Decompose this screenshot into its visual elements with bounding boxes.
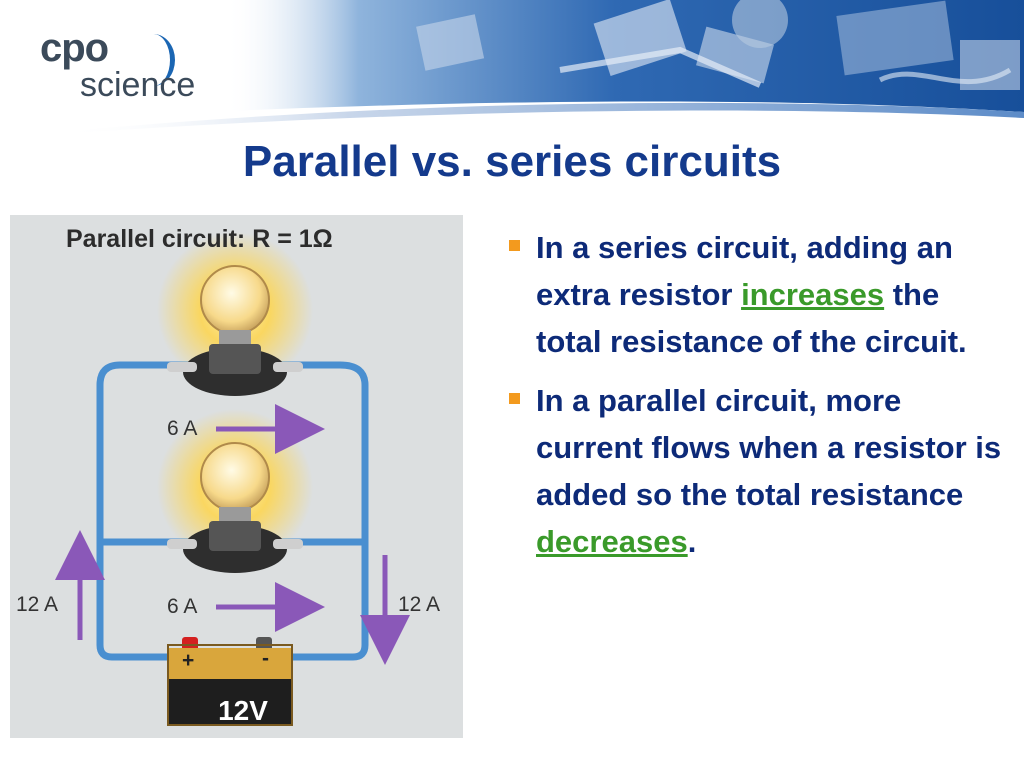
logo-arc-icon	[132, 34, 175, 86]
bullet-square-icon	[509, 240, 520, 251]
light-bulb-icon	[157, 409, 313, 573]
bullet-series: In a series circuit, adding an extra res…	[507, 224, 1007, 365]
logo-brand: cpo	[40, 26, 109, 70]
current-label-bulb-top: 6 A	[167, 417, 198, 440]
current-label-bulb-bottom: 6 A	[167, 595, 198, 618]
bullet-text: .	[687, 524, 697, 559]
highlight-decreases: decreases	[536, 524, 688, 559]
battery-voltage-label: 12V	[218, 695, 268, 726]
banner-graphic	[0, 0, 1024, 134]
highlight-increases: increases	[741, 277, 885, 312]
diagram-title: Parallel circuit: R = 1Ω	[66, 225, 333, 253]
battery-icon	[167, 637, 293, 726]
cpo-science-logo: cpo science	[40, 26, 220, 102]
bullet-list: In a series circuit, adding an extra res…	[507, 224, 1007, 577]
parallel-circuit-diagram: Parallel circuit: R = 1Ω 6 A 6 A 12 A 12…	[10, 215, 463, 738]
header-banner: cpo science	[0, 0, 1024, 135]
bullet-parallel: In a parallel circuit, more current flow…	[507, 377, 1007, 565]
bullet-square-icon	[509, 393, 520, 404]
battery-minus-label: -	[262, 647, 269, 670]
logo-sub: science	[80, 66, 196, 104]
current-label-right: 12 A	[398, 593, 441, 616]
bullet-text: the total resistance of the circuit.	[536, 277, 967, 359]
slide-title: Parallel vs. series circuits	[242, 137, 782, 186]
battery-plus-label: +	[182, 649, 195, 672]
circuit-graphic	[55, 232, 410, 726]
light-bulb-icon	[157, 232, 313, 396]
current-arrows	[55, 404, 410, 665]
bullet-text: In a series circuit, adding an extra res…	[536, 230, 953, 312]
bullet-text: In a parallel circuit, more current flow…	[536, 383, 1002, 512]
current-label-left: 12 A	[16, 593, 59, 616]
